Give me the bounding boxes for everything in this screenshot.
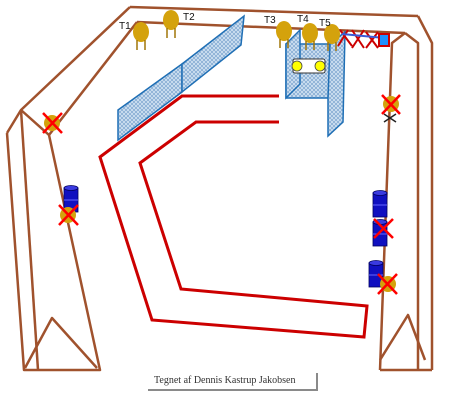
barrel-right-1 — [372, 190, 388, 218]
wall-right-triangle — [378, 313, 427, 361]
no-shoot-target-right-top — [381, 94, 401, 123]
target-label-t5: T5 — [319, 18, 331, 29]
target-label-t2: T2 — [183, 12, 195, 23]
barrier-cross-marks — [337, 29, 379, 49]
building-walls — [5, 5, 434, 372]
light-box — [291, 58, 326, 74]
light-left-icon — [291, 60, 303, 72]
target-t2: T2 — [163, 10, 195, 38]
wall-right-inner — [378, 32, 406, 371]
wall-left — [5, 132, 102, 372]
target-t4: T4 — [297, 14, 318, 50]
barrier-rope — [341, 33, 386, 39]
wall-left-triangle — [23, 316, 98, 369]
barrels — [63, 185, 388, 288]
barrel-right-3 — [368, 260, 384, 288]
wall-right-outer — [416, 15, 434, 370]
target-t5: T5 — [319, 18, 340, 51]
light-right-icon — [314, 60, 326, 72]
running-path — [98, 94, 369, 339]
wall-top-outer — [129, 5, 419, 18]
target-label-t3: T3 — [264, 15, 276, 26]
targets: T1 T2 T3 T4 — [119, 10, 340, 51]
target-t3: T3 — [264, 15, 292, 48]
wall-left-mid — [19, 109, 40, 371]
no-shoot-target-right-mid — [373, 218, 394, 239]
no-shoot-target-left-mid — [58, 204, 79, 226]
barrier-tape — [337, 29, 390, 49]
no-shoot-targets — [42, 94, 401, 295]
barrel-left — [63, 185, 79, 213]
target-t1: T1 — [119, 21, 149, 50]
wall-top-inner — [136, 20, 406, 35]
drawing-credit-caption: Tegnet af Dennis Kastrup Jakobsen — [148, 373, 318, 391]
no-shoot-target-left-top — [42, 112, 63, 134]
nets — [117, 14, 346, 142]
target-label-t1: T1 — [119, 21, 131, 32]
no-shoot-target-right-low — [377, 273, 398, 295]
barrier-post-icon — [378, 33, 390, 47]
net-center — [181, 14, 245, 94]
wall-right-mid — [404, 32, 420, 370]
target-label-t4: T4 — [297, 14, 309, 25]
path-outline — [98, 94, 369, 339]
